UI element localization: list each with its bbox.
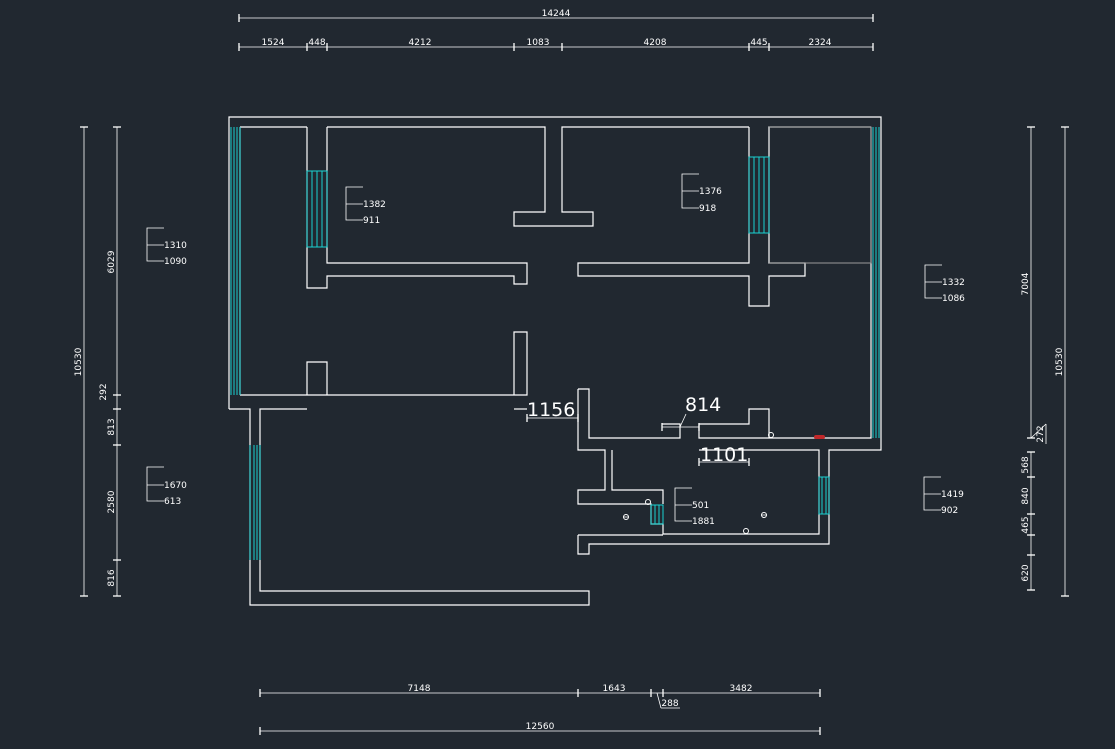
- dim-text: 12560: [526, 722, 555, 732]
- bottom-segment-dimensions: 7148 1643 288 3482: [259, 684, 821, 709]
- dim-text: 1086: [942, 294, 965, 304]
- dim-text: 14244: [542, 9, 571, 19]
- window-right-balcony: [872, 127, 880, 438]
- dim-text: 10530: [74, 347, 84, 376]
- dim-text: 1881: [692, 517, 715, 527]
- dim-text: 465: [1021, 516, 1031, 533]
- dim-text: 7004: [1021, 272, 1031, 295]
- dim-text: 918: [699, 204, 716, 214]
- dim-text: 7148: [408, 684, 431, 694]
- windows: [230, 127, 880, 560]
- dim-text: 292: [99, 383, 109, 400]
- window-label-w7: 1419 902: [923, 476, 964, 516]
- dim-text: 1090: [164, 257, 187, 267]
- inner-dim-1: 1156: [526, 399, 579, 422]
- right-segment-dimensions: 7004 272 568 840 465 620: [1021, 126, 1047, 591]
- window-label-w1: 1310 1090: [146, 227, 187, 267]
- dim-text: 445: [750, 38, 767, 48]
- dim-text: 1670: [164, 481, 187, 491]
- dim-text: 288: [661, 699, 678, 709]
- window-left-bedroom: [230, 127, 241, 395]
- dim-text: 1382: [363, 200, 386, 210]
- left-segment-dimensions: 6029 292 813 2580 816: [99, 126, 121, 597]
- window-kitchen: [818, 476, 830, 515]
- window-living-room: [249, 445, 261, 560]
- dim-text: 2580: [107, 490, 117, 513]
- dim-text: 2324: [809, 38, 832, 48]
- dim-text: 911: [363, 216, 380, 226]
- window-label-w5: 1670 613: [146, 466, 187, 507]
- top-total-dimension: 14244: [238, 9, 874, 22]
- dim-text: 816: [107, 569, 117, 586]
- dim-text: 568: [1021, 456, 1031, 473]
- window-label-w3: 1376 918: [681, 173, 722, 214]
- dim-text: 448: [308, 38, 325, 48]
- left-total-dimension: 10530: [74, 126, 88, 597]
- dim-text: 272: [1036, 425, 1046, 442]
- dim-text: 1376: [699, 187, 722, 197]
- dim-text: 814: [685, 394, 721, 416]
- top-segment-dimensions: 1524 448 4212 1083 4208 445 2324: [238, 38, 874, 51]
- red-marker: [814, 435, 825, 439]
- window-room-c: [748, 156, 770, 234]
- dim-text: 620: [1021, 564, 1031, 581]
- window-label-w6: 501 1881: [674, 487, 715, 527]
- inner-dim-3: 1101: [698, 444, 750, 466]
- dim-text: 1083: [527, 38, 550, 48]
- drain-icon: [743, 528, 749, 534]
- dim-text: 840: [1021, 487, 1031, 504]
- drain-icon: [768, 432, 774, 438]
- dim-text: 1101: [700, 444, 748, 466]
- fixtures: [623, 432, 825, 534]
- dim-text: 3482: [730, 684, 753, 694]
- dim-text: 501: [692, 501, 709, 511]
- dim-text: 902: [941, 506, 958, 516]
- dim-text: 613: [164, 497, 181, 507]
- inner-dim-2: 814: [661, 394, 721, 431]
- bottom-total-dimension: 12560: [259, 722, 821, 735]
- dim-text: 4208: [644, 38, 667, 48]
- dim-text: 10530: [1055, 347, 1065, 376]
- drain-icon: [645, 499, 651, 505]
- dim-text: 1332: [942, 278, 965, 288]
- window-label-w4: 1332 1086: [924, 264, 965, 304]
- dim-text: 1156: [527, 399, 575, 421]
- dim-text: 4212: [409, 38, 432, 48]
- dim-text: 1524: [262, 38, 285, 48]
- window-room-b: [306, 170, 328, 248]
- dim-text: 813: [107, 418, 117, 435]
- dim-text: 6029: [107, 250, 117, 273]
- window-label-w2: 1382 911: [345, 186, 386, 226]
- room-c-outline: [769, 126, 872, 264]
- dim-text: 1310: [164, 241, 187, 251]
- dim-text: 1643: [603, 684, 626, 694]
- right-total-dimension: 10530: [1055, 126, 1069, 597]
- dim-text: 1419: [941, 490, 964, 500]
- window-bathroom: [650, 504, 664, 525]
